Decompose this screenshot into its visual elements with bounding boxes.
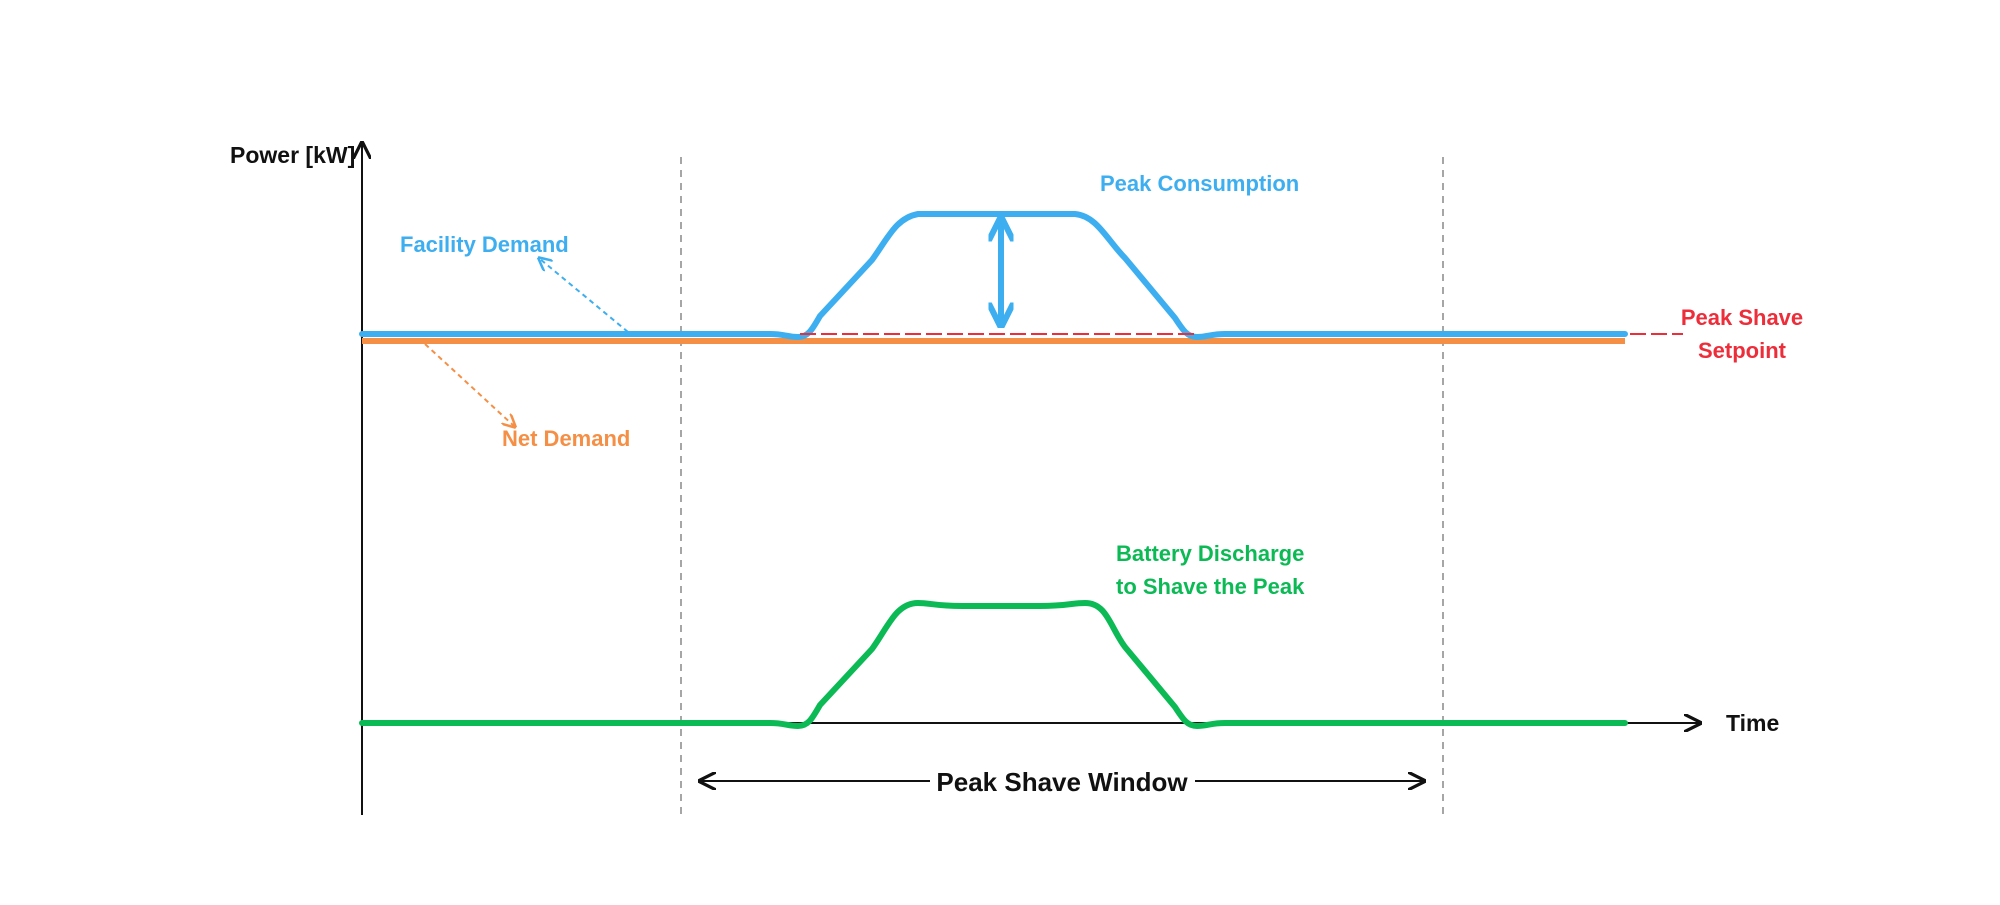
window-label: Peak Shave Window <box>936 767 1188 797</box>
peak-consumption-label: Peak Consumption <box>1100 171 1299 196</box>
battery-label-line1: Battery Discharge <box>1116 541 1304 566</box>
setpoint-label-line2: Setpoint <box>1698 338 1787 363</box>
net-demand-leader <box>424 343 514 426</box>
y-axis-label: Power [kW] <box>230 142 355 168</box>
net-demand-label: Net Demand <box>502 426 630 451</box>
battery-discharge-curve <box>359 600 1628 729</box>
battery-label-line2: to Shave the Peak <box>1116 574 1305 599</box>
facility-demand-curve <box>359 211 1628 340</box>
facility-demand-leader <box>540 259 629 333</box>
setpoint-label-line1: Peak Shave <box>1681 305 1803 330</box>
facility-demand-label: Facility Demand <box>400 232 569 257</box>
x-axis-label: Time <box>1726 710 1779 736</box>
